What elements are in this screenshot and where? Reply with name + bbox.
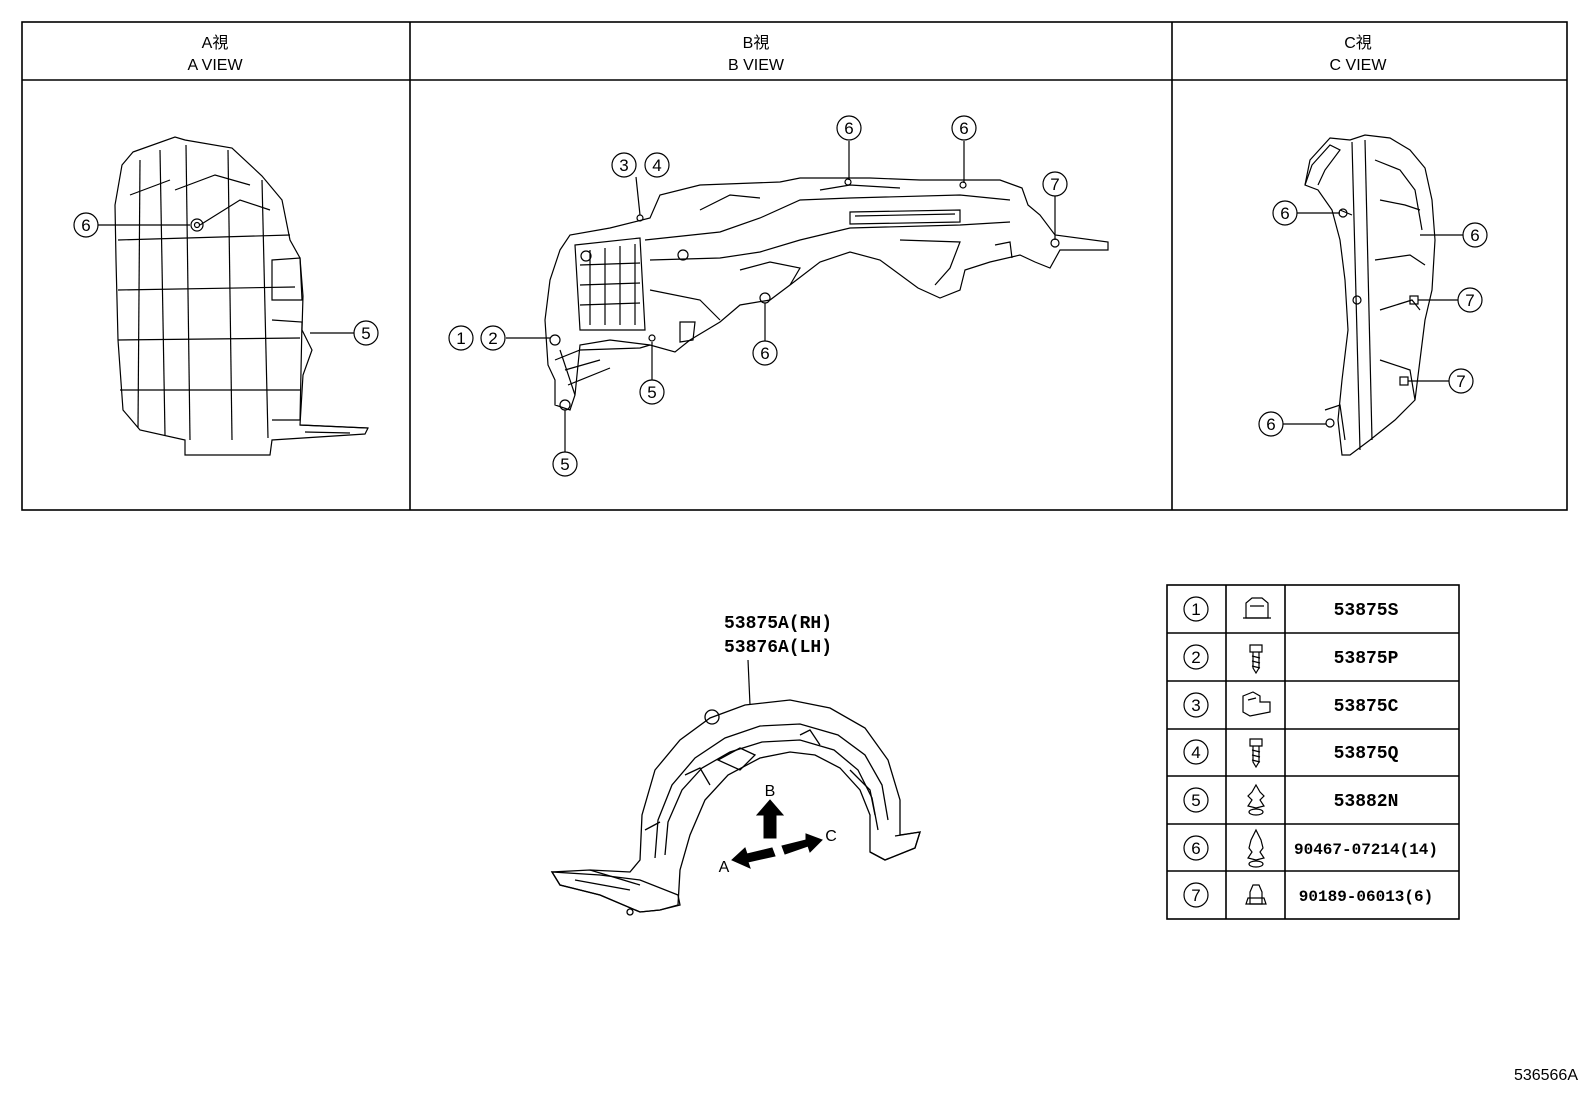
parts-row-6-circle: [1183, 835, 1209, 861]
main-part-lh: 53876A(LH): [724, 638, 832, 658]
arrow-a-left: [731, 847, 776, 869]
arrow-c-right: [781, 833, 823, 855]
view-a-drawing: [114, 136, 369, 456]
view-b-drawing: [544, 177, 1109, 411]
parts-row-2-num: 2: [1191, 648, 1200, 667]
view-b-callout-4: 4: [652, 156, 661, 175]
view-c-title-jp: C視: [1344, 34, 1372, 52]
parts-row-5-part: 53882N: [1334, 792, 1399, 812]
nut-clip-icon: [1242, 691, 1271, 717]
view-a-callouts: [73, 212, 379, 346]
view-c-title-en: C VIEW: [1330, 57, 1388, 74]
view-b-callout-5a: 5: [647, 383, 656, 402]
parts-row-5-circle: [1183, 787, 1209, 813]
view-b-callout-3: 3: [619, 156, 628, 175]
push-rivet-icon: [1247, 783, 1265, 816]
arrow-b-up: [755, 799, 785, 839]
parts-row-3-part: 53875C: [1334, 697, 1399, 717]
view-c-callout-7a: 7: [1465, 291, 1474, 310]
screw-icon: [1249, 644, 1263, 675]
diagram-id: 536566A: [1514, 1067, 1578, 1084]
view-b-callouts: [448, 115, 1068, 477]
view-b-title-en: B VIEW: [728, 57, 785, 74]
grommet-icon: [1245, 884, 1267, 905]
view-a-title-en: A VIEW: [187, 57, 243, 74]
parts-row-1-num: 1: [1191, 600, 1200, 619]
parts-row-4-circle: [1183, 739, 1209, 765]
view-a-callout-5: 5: [361, 324, 370, 343]
parts-row-5-num: 5: [1191, 791, 1200, 810]
parts-row-4-part: 53875Q: [1334, 744, 1399, 764]
view-c-callout-7b: 7: [1456, 372, 1465, 391]
main-part-leader: [747, 659, 751, 706]
parts-row-7-num: 7: [1191, 886, 1200, 905]
parts-row-4-num: 4: [1191, 743, 1200, 762]
parts-table-frame: [1166, 584, 1460, 920]
push-rivet-icon: [1247, 828, 1265, 868]
view-b-callout-1: 1: [456, 329, 465, 348]
view-a-callout-6: 6: [81, 216, 90, 235]
parts-row-2-part: 53875P: [1334, 649, 1399, 669]
view-b-callout-6a: 6: [844, 119, 853, 138]
direction-label-c: C: [825, 828, 837, 845]
direction-arrows: [731, 799, 823, 869]
parts-row-1-part: 53875S: [1334, 601, 1399, 621]
view-c-callout-6b: 6: [1470, 226, 1479, 245]
parts-row-3-circle: [1183, 692, 1209, 718]
parts-row-3-num: 3: [1191, 696, 1200, 715]
view-b-callout-5b: 5: [560, 455, 569, 474]
screw-icon: [1249, 738, 1263, 769]
parts-row-2-circle: [1183, 644, 1209, 670]
view-b-callout-6c: 6: [760, 344, 769, 363]
direction-label-b: B: [765, 783, 776, 800]
view-b-callout-2: 2: [488, 329, 497, 348]
view-b-callout-7: 7: [1050, 175, 1059, 194]
view-c-callout-6a: 6: [1280, 204, 1289, 223]
parts-row-7-part: 90189-06013(6): [1299, 888, 1433, 906]
view-c-callouts: [1258, 200, 1488, 437]
parts-row-1-circle: [1183, 596, 1209, 622]
view-a-title-jp: A視: [202, 34, 229, 52]
views-frame: [21, 21, 1568, 511]
main-part-rh: 53875A(RH): [724, 614, 832, 634]
parts-row-6-part: 90467-07214(14): [1294, 841, 1438, 859]
view-c-callout-6c: 6: [1266, 415, 1275, 434]
clip-icon: [1243, 597, 1271, 619]
view-c-drawing: [1304, 134, 1436, 456]
fender-liner-drawing: [550, 699, 921, 916]
view-b-title-jp: B視: [743, 34, 770, 52]
view-b-callout-6b: 6: [959, 119, 968, 138]
parts-row-6-num: 6: [1191, 839, 1200, 858]
parts-row-7-circle: [1183, 882, 1209, 908]
direction-label-a: A: [719, 859, 730, 876]
